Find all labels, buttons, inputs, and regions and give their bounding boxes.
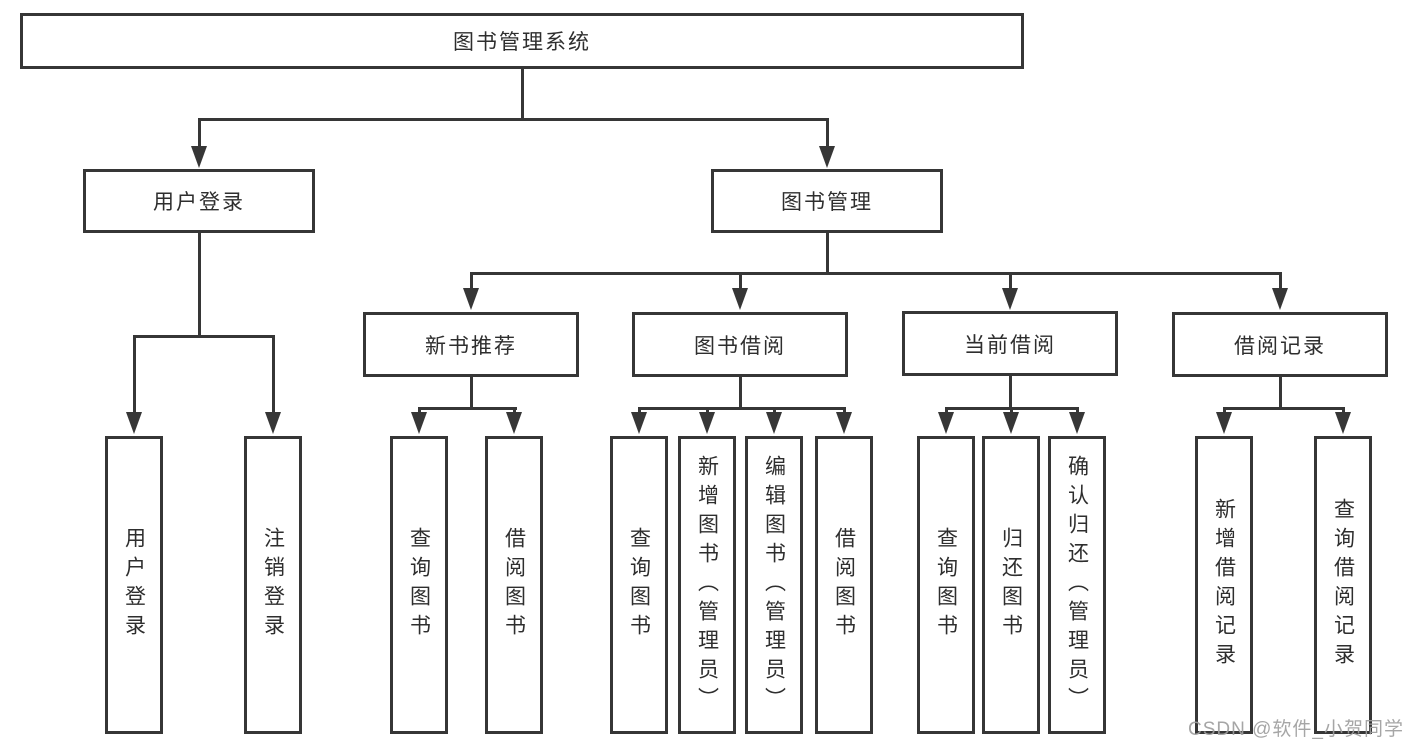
arrow-down-icon: [411, 412, 427, 434]
node-borrowing-records: 借阅记录: [1172, 312, 1388, 377]
connector-line: [826, 118, 829, 150]
connector-line: [470, 272, 1282, 275]
connector-line: [521, 69, 524, 118]
node-leaf-edit-book-admin: 编辑图书（管理员）: [745, 436, 803, 734]
connector-line: [843, 407, 846, 416]
node-leaf-logout: 注销登录: [244, 436, 302, 734]
arrow-down-icon: [699, 412, 715, 434]
arrow-down-icon: [191, 146, 207, 168]
arrow-down-icon: [463, 288, 479, 310]
node-new-book-recommend: 新书推荐: [363, 312, 579, 377]
connector-line: [133, 335, 136, 414]
connector-line: [638, 407, 641, 416]
connector-line: [826, 233, 829, 274]
node-leaf-add-borrow-record: 新增借阅记录: [1195, 436, 1253, 734]
connector-line: [1076, 407, 1079, 416]
arrow-down-icon: [265, 412, 281, 434]
arrow-down-icon: [836, 412, 852, 434]
node-leaf-confirm-return-admin: 确认归还（管理员）: [1048, 436, 1106, 734]
node-leaf-borrow-books-1: 借阅图书: [485, 436, 543, 734]
arrow-down-icon: [1216, 412, 1232, 434]
connector-line: [706, 407, 709, 416]
arrow-down-icon: [732, 288, 748, 310]
connector-line: [739, 377, 742, 409]
connector-line: [198, 233, 201, 337]
connector-line: [1279, 377, 1282, 409]
node-leaf-query-borrow-record: 查询借阅记录: [1314, 436, 1372, 734]
connector-line: [739, 272, 742, 292]
connector-line: [638, 407, 846, 410]
connector-line: [418, 407, 421, 416]
arrow-down-icon: [126, 412, 142, 434]
connector-line: [513, 407, 516, 416]
connector-line: [1223, 407, 1226, 416]
node-leaf-add-book-admin: 新增图书（管理员）: [678, 436, 736, 734]
node-leaf-user-login: 用户登录: [105, 436, 163, 734]
arrow-down-icon: [938, 412, 954, 434]
arrow-down-icon: [506, 412, 522, 434]
node-book-management: 图书管理: [711, 169, 943, 233]
connector-line: [1342, 407, 1345, 416]
arrow-down-icon: [819, 146, 835, 168]
arrow-down-icon: [631, 412, 647, 434]
connector-line: [1009, 376, 1012, 409]
node-leaf-query-books-2: 查询图书: [610, 436, 668, 734]
connector-line: [773, 407, 776, 416]
node-leaf-query-books-3: 查询图书: [917, 436, 975, 734]
node-leaf-query-books-1: 查询图书: [390, 436, 448, 734]
node-leaf-return-book: 归还图书: [982, 436, 1040, 734]
csdn-watermark: CSDN @软件_小贺同学: [1188, 719, 1404, 740]
node-book-borrowing: 图书借阅: [632, 312, 848, 377]
node-user-login: 用户登录: [83, 169, 315, 233]
connector-line: [1223, 407, 1345, 410]
connector-line: [198, 118, 829, 121]
arrow-down-icon: [1002, 288, 1018, 310]
connector-line: [945, 407, 948, 416]
connector-line: [470, 377, 473, 409]
connector-line: [198, 118, 201, 150]
connector-line: [470, 272, 473, 292]
connector-line: [1009, 272, 1012, 292]
arrow-down-icon: [1272, 288, 1288, 310]
node-current-borrowing: 当前借阅: [902, 311, 1118, 376]
node-library-management-system: 图书管理系统: [20, 13, 1024, 69]
connector-line: [1010, 407, 1013, 416]
connector-line: [418, 407, 517, 410]
node-leaf-borrow-books-2: 借阅图书: [815, 436, 873, 734]
connector-line: [272, 335, 275, 414]
arrow-down-icon: [766, 412, 782, 434]
connector-line: [1279, 272, 1282, 292]
connector-line: [133, 335, 275, 338]
arrow-down-icon: [1003, 412, 1019, 434]
arrow-down-icon: [1069, 412, 1085, 434]
arrow-down-icon: [1335, 412, 1351, 434]
